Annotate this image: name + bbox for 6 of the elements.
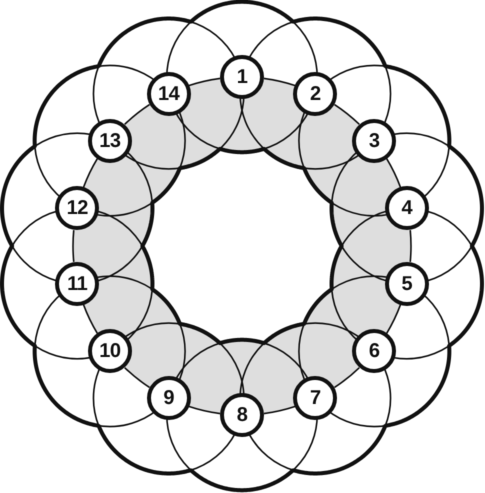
connector-arc	[264, 78, 296, 86]
connector-arc	[264, 406, 296, 414]
connector-arc	[188, 406, 220, 414]
connector-arc	[188, 78, 220, 86]
connector-arc	[409, 230, 412, 262]
connector-arc	[72, 230, 75, 262]
